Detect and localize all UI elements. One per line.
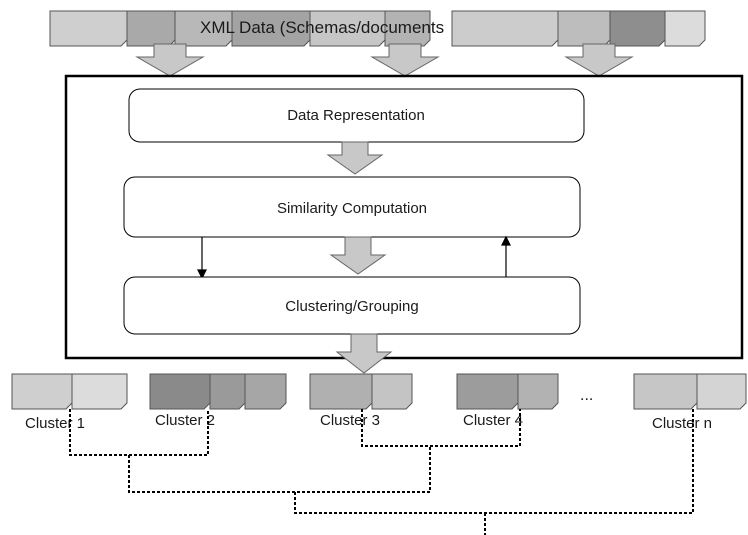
document-icon [149, 373, 211, 410]
cluster-2: Cluster 2 [149, 373, 287, 429]
document-icon [371, 373, 413, 410]
processing-frame [64, 74, 744, 360]
document-icon [609, 10, 666, 47]
document-icon [231, 10, 311, 47]
down-arrow-icon [564, 43, 634, 77]
document-icon [174, 10, 233, 47]
xml-data-title: XML Data (Schemas/documents [200, 18, 444, 37]
step-data-representation: Data Representation [128, 88, 585, 143]
document-icon [244, 373, 287, 410]
document-icon [209, 373, 246, 410]
document-icon [664, 10, 706, 47]
up-arrow-icon [501, 235, 511, 246]
down-arrow-icon [326, 141, 384, 175]
cluster-1: Cluster 1 [11, 373, 128, 432]
document-icon [517, 373, 559, 410]
cluster-label: Cluster 3 [320, 412, 380, 429]
document-icon [11, 373, 73, 410]
cluster-label: Cluster 4 [463, 412, 523, 429]
step-label: Clustering/Grouping [285, 298, 418, 315]
document-icon [633, 373, 698, 410]
cluster-3: Cluster 3 [309, 373, 413, 429]
down-arrow-icon [370, 43, 440, 77]
down-arrow-icon [329, 236, 387, 275]
down-arrow-icon [335, 333, 393, 374]
dendrogram [69, 409, 694, 535]
cluster-label: Cluster 2 [155, 412, 215, 429]
step-label: Data Representation [287, 107, 425, 124]
step-label: Similarity Computation [277, 200, 427, 217]
cluster-4: Cluster 4 [456, 373, 559, 429]
xml-data-documents: XML Data (Schemas/documents [49, 10, 706, 47]
down-arrow-icon [135, 43, 205, 77]
document-icon [384, 10, 431, 47]
feedback-arrows [197, 235, 511, 280]
cluster-n: Cluster n [633, 373, 747, 432]
cluster-label: Cluster n [652, 415, 712, 432]
down-arrow-icon [197, 269, 207, 280]
cluster-ellipsis: ... [580, 387, 593, 404]
document-icon [451, 10, 559, 47]
document-icon [456, 373, 519, 410]
document-icon [309, 373, 373, 410]
step-similarity-computation: Similarity Computation [123, 176, 581, 238]
step-clustering-grouping: Clustering/Grouping [123, 276, 581, 335]
document-icon [696, 373, 747, 410]
input-arrows [135, 43, 634, 77]
document-icon [49, 10, 128, 47]
document-icon [71, 373, 128, 410]
document-icon [309, 10, 386, 47]
document-icon [557, 10, 611, 47]
cluster-label: Cluster 1 [25, 415, 85, 432]
document-icon [126, 10, 176, 47]
